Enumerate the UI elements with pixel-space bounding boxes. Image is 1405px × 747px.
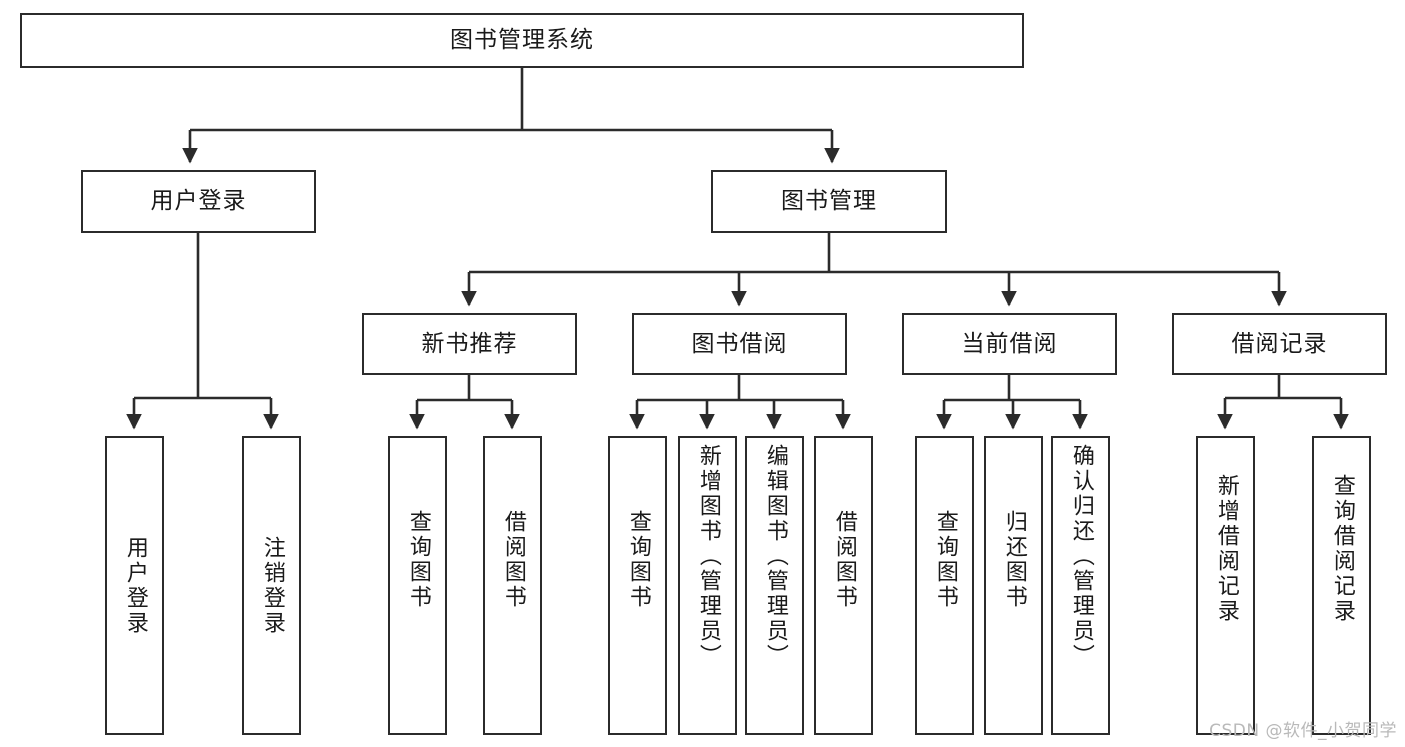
leaf-add-borrow-record[interactable]: 新增借阅记录	[1196, 436, 1255, 735]
leaf-edit-book-admin[interactable]: 编辑图书（管理员）	[745, 436, 804, 735]
node-label: 归还图书	[1001, 510, 1027, 610]
node-label: 借阅记录	[1231, 330, 1328, 357]
leaf-confirm-return-admin[interactable]: 确认归还（管理员）	[1051, 436, 1110, 735]
node-label: 查询图书	[625, 510, 651, 610]
node-label: 新增图书（管理员）	[695, 444, 721, 669]
node-label: 图书管理	[781, 188, 877, 214]
node-label: 查询借阅记录	[1329, 474, 1355, 624]
node-current-borrow[interactable]: 当前借阅	[902, 313, 1117, 375]
csdn-watermark: CSDN @软件_小贺同学	[1209, 721, 1397, 741]
node-label: 查询图书	[405, 510, 431, 610]
node-label: 新书推荐	[421, 330, 518, 357]
leaf-borrow-book[interactable]: 借阅图书	[814, 436, 873, 735]
leaf-query-borrow-record[interactable]: 查询借阅记录	[1312, 436, 1371, 735]
leaf-return-book[interactable]: 归还图书	[984, 436, 1043, 735]
leaf-user-logout[interactable]: 注销登录	[242, 436, 301, 735]
leaf-query-book-recommend[interactable]: 查询图书	[388, 436, 447, 735]
node-label: 用户登录	[122, 535, 148, 636]
node-user-login[interactable]: 用户登录	[81, 170, 316, 233]
node-label: 用户登录	[150, 188, 247, 214]
node-book-management[interactable]: 图书管理	[711, 170, 947, 233]
node-label: 查询图书	[932, 510, 958, 610]
node-label: 图书借阅	[691, 330, 788, 357]
node-label: 确认归还（管理员）	[1068, 444, 1094, 669]
node-label: 图书管理系统	[450, 27, 594, 53]
node-label: 编辑图书（管理员）	[762, 444, 788, 669]
leaf-user-login[interactable]: 用户登录	[105, 436, 164, 735]
leaf-borrow-book-recommend[interactable]: 借阅图书	[483, 436, 542, 735]
node-label: 新增借阅记录	[1213, 474, 1239, 624]
node-borrow-record[interactable]: 借阅记录	[1172, 313, 1387, 375]
node-label: 当前借阅	[961, 330, 1058, 357]
node-label: 借阅图书	[500, 510, 526, 610]
node-new-book-recommend[interactable]: 新书推荐	[362, 313, 577, 375]
node-label: 注销登录	[259, 535, 285, 636]
node-book-borrow[interactable]: 图书借阅	[632, 313, 847, 375]
leaf-query-book-borrow[interactable]: 查询图书	[608, 436, 667, 735]
leaf-query-book-current[interactable]: 查询图书	[915, 436, 974, 735]
node-label: 借阅图书	[831, 510, 857, 610]
leaf-add-book-admin[interactable]: 新增图书（管理员）	[678, 436, 737, 735]
node-root-library-system[interactable]: 图书管理系统	[20, 13, 1024, 68]
